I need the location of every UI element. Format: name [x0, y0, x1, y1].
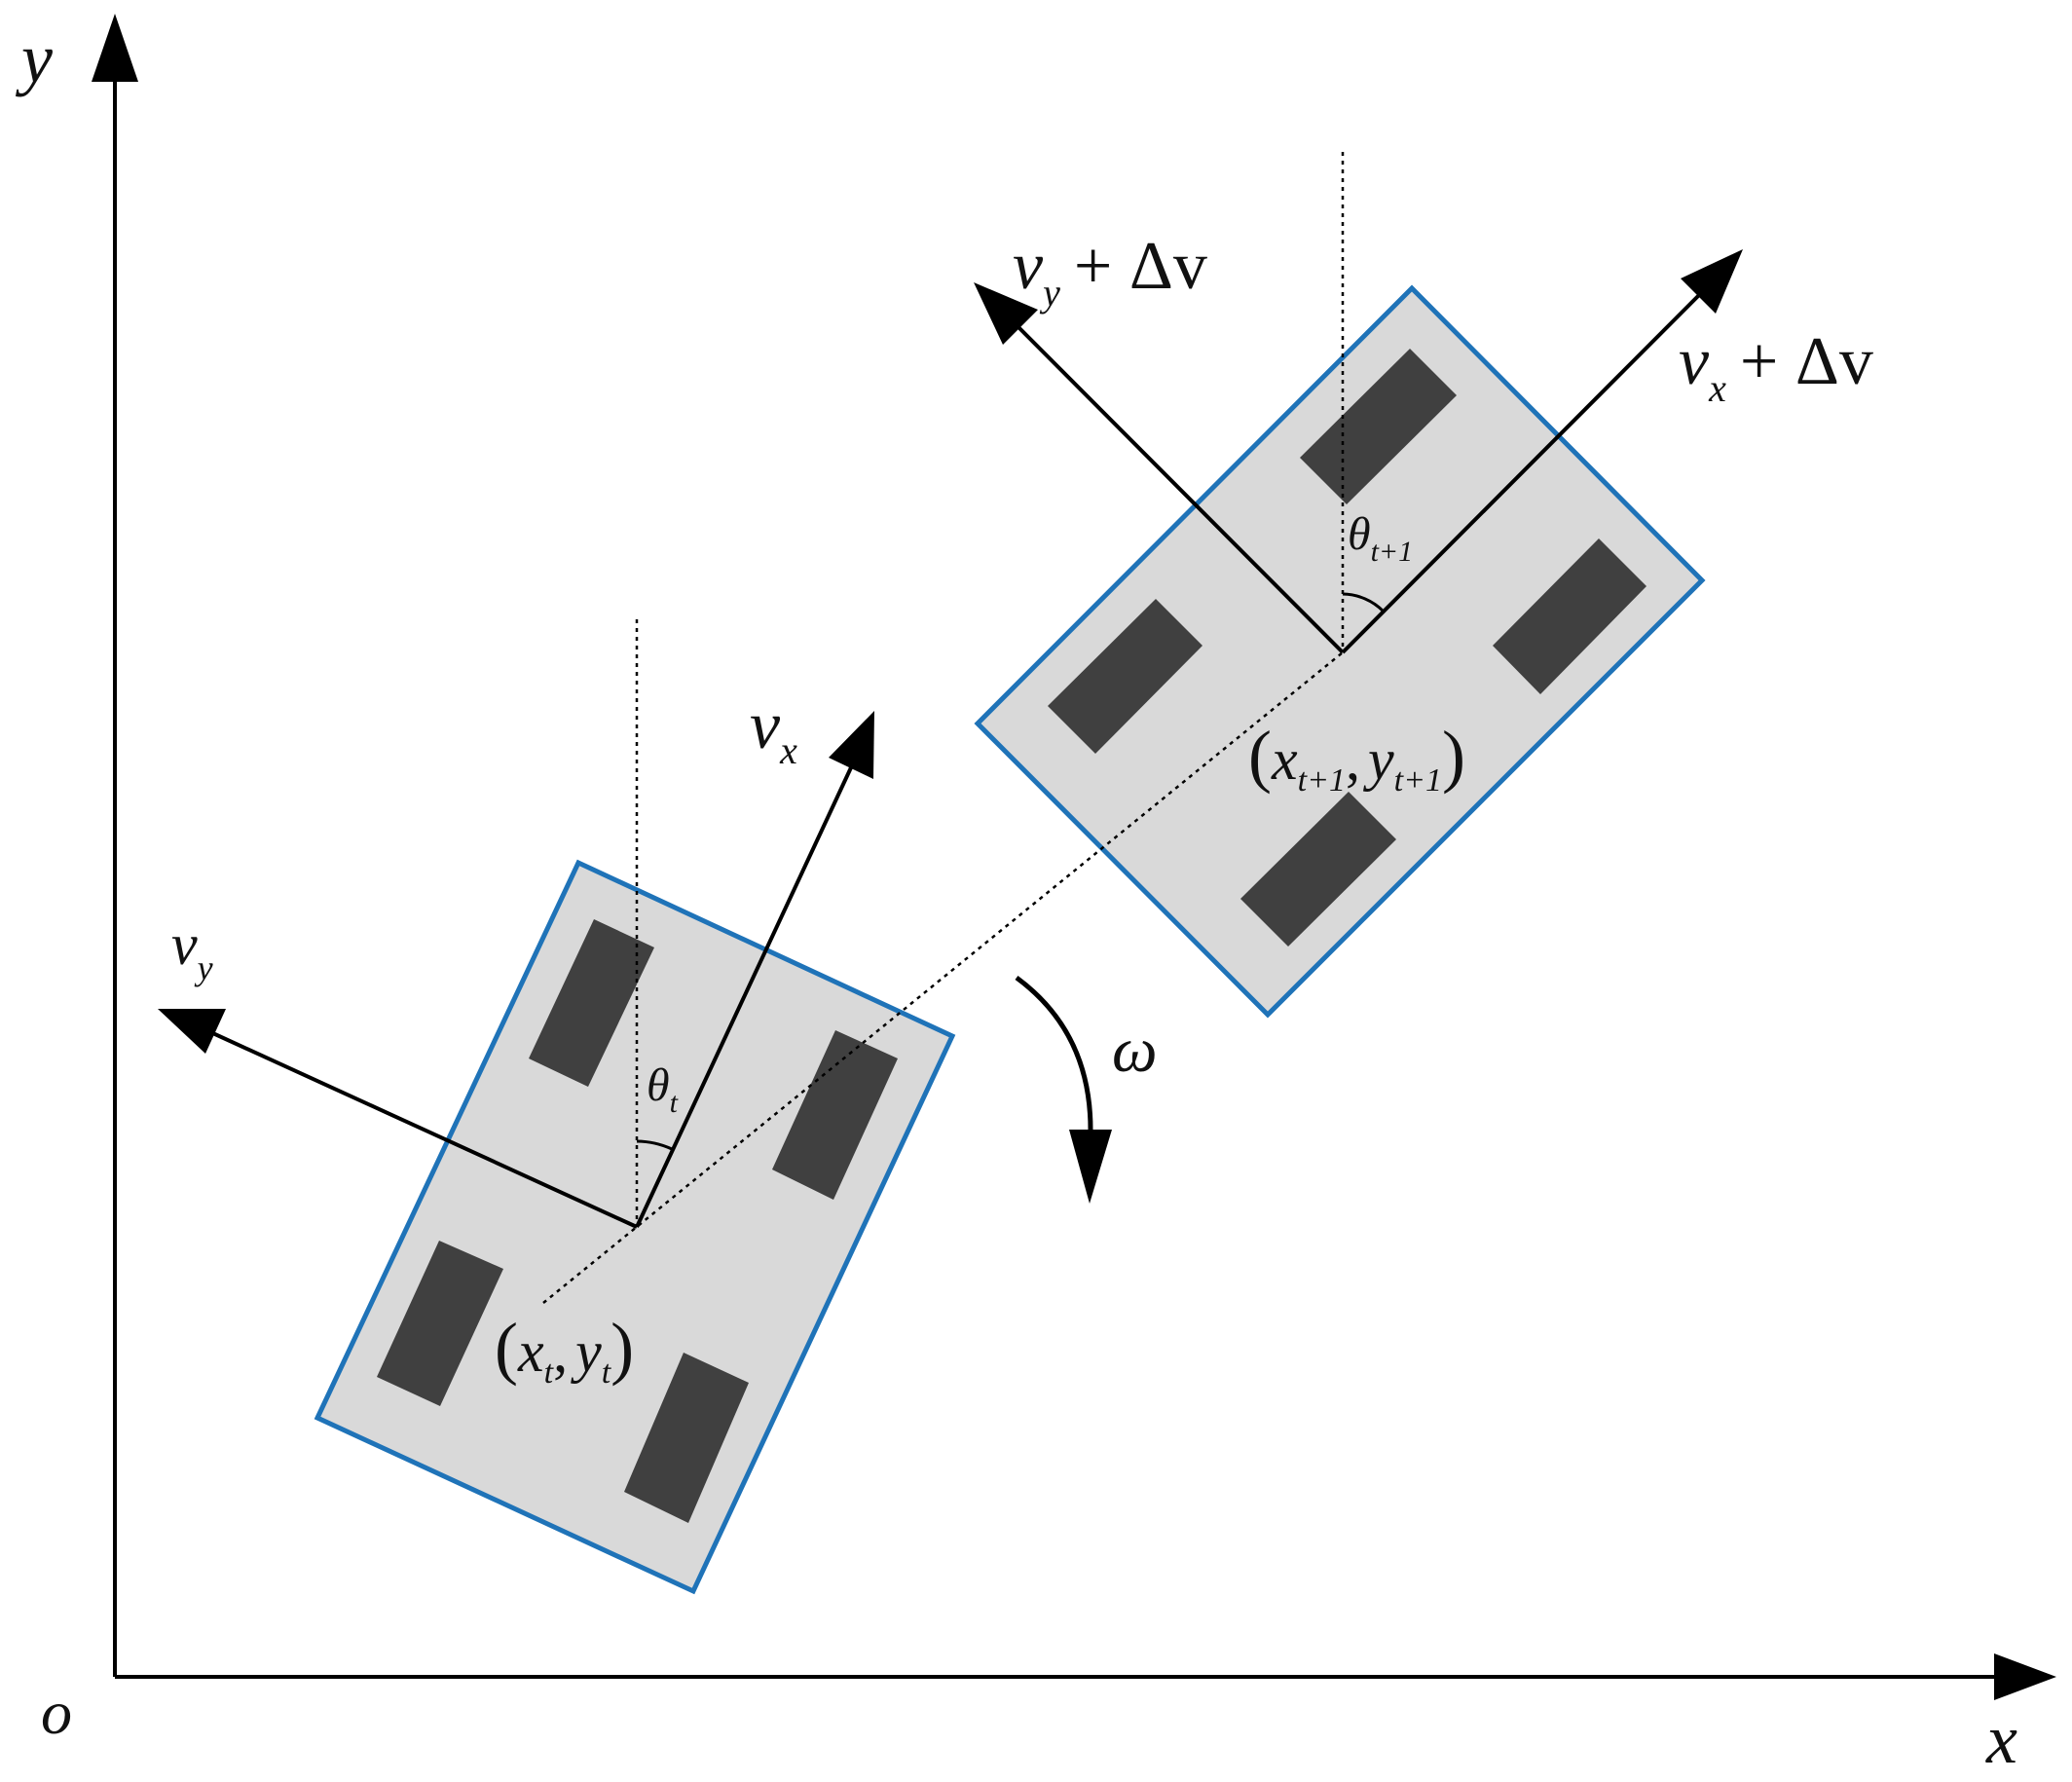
theta-t-arc [636, 1139, 673, 1151]
y-axis-arrowhead [92, 14, 138, 82]
reference-lines [542, 152, 1345, 1304]
wheel [772, 1030, 898, 1200]
x-axis-arrowhead [1994, 1653, 2056, 1700]
vehicle-t1-wheels [1048, 349, 1646, 947]
omega-label: ω [1112, 1015, 1158, 1086]
vx-arrowhead-t1 [1681, 249, 1743, 314]
position-t-label: (xt,yt) [495, 1309, 634, 1391]
vy-delta-label-t1: vy+ Δv [1013, 229, 1207, 315]
wheel [1048, 599, 1202, 754]
axes: o x y [15, 14, 2056, 1778]
velocity-vectors-t [205, 762, 855, 1229]
vy-vector-t [205, 1028, 638, 1229]
trajectory-line [542, 651, 1344, 1304]
vy-label-t: vy [171, 912, 213, 987]
wheel [529, 919, 654, 1087]
wheel [1493, 538, 1646, 694]
vy-arrowhead-t1 [974, 282, 1038, 345]
vy-vector-t1 [1013, 321, 1345, 654]
rotation-arc [1015, 975, 1093, 1131]
x-axis-label: x [1985, 1700, 2017, 1778]
position-t1-label: (xt+1,yt+1) [1248, 717, 1465, 798]
origin-label: o [41, 1678, 72, 1747]
vx-delta-label-t1: vx+ Δv [1679, 324, 1873, 410]
vx-vector-t1 [1341, 290, 1704, 654]
wheel [1300, 349, 1457, 504]
vehicle-t-wheels [377, 919, 898, 1523]
theta-t1-arc [1342, 592, 1386, 613]
velocity-vectors-t1 [1013, 290, 1704, 654]
rotation-arrowhead [1069, 1130, 1112, 1204]
vx-label-t: vx [750, 688, 797, 772]
y-axis-label: y [15, 19, 53, 97]
theta-t-label: θt [647, 1059, 679, 1119]
wheel [377, 1241, 503, 1406]
vx-vector-t [635, 762, 855, 1228]
wheel [624, 1353, 749, 1523]
wheel [1240, 792, 1396, 947]
theta-t1-label: θt+1 [1348, 508, 1413, 568]
vx-arrowhead-t [829, 711, 874, 779]
vy-arrowhead-t [158, 1009, 226, 1054]
